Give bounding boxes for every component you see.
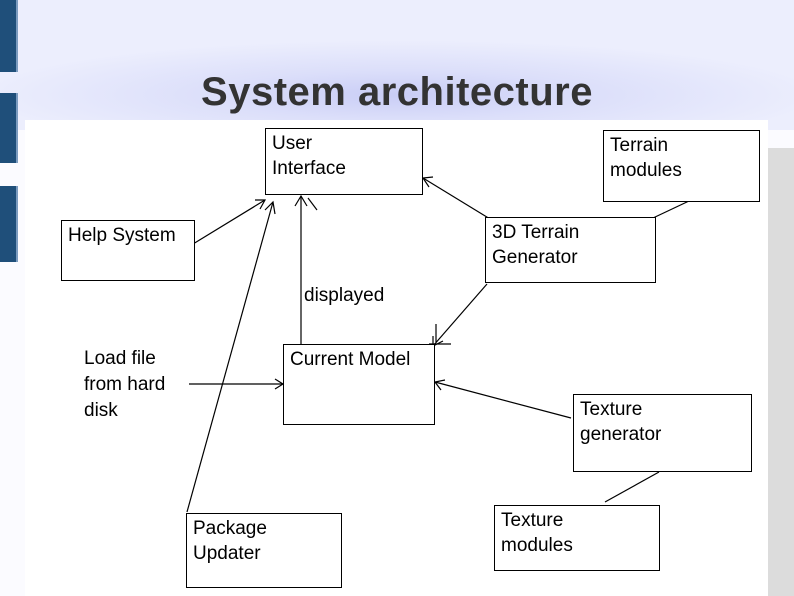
side-accent-bar (0, 93, 18, 163)
package-updater-box: Package Updater (186, 513, 342, 588)
load-file-line: from hard (84, 374, 166, 395)
texture-modules-box: Texture modules (494, 505, 660, 571)
user-interface-box: User Interface (265, 128, 423, 195)
connector-terrain-gen-to-ui (422, 177, 496, 223)
side-accent-bar (0, 0, 18, 72)
displayed-label: displayed (304, 285, 385, 306)
connector-help-to-ui (192, 199, 266, 245)
box-label-line: Interface (272, 158, 346, 179)
texture-generator-box: Texture generator (573, 394, 752, 472)
slide-title: System architecture (201, 70, 593, 114)
box-label-line: Texture (501, 510, 564, 531)
side-accent-bar (0, 186, 18, 262)
load-file-line: disk (84, 400, 118, 421)
arrowhead (255, 199, 267, 210)
arrowhead (421, 176, 434, 188)
box-label-line: Help System (68, 225, 176, 246)
box-label-line: Current Model (290, 349, 411, 370)
arrowhead (294, 194, 308, 207)
connector-texture-modules-to-gen (604, 471, 660, 503)
arrowhead (433, 379, 446, 391)
right-gray-strip (768, 148, 794, 596)
terrain-generator-box: 3D Terrain Generator (485, 217, 656, 283)
load-file-label: Load file from hard disk (84, 346, 165, 424)
header-band (0, 0, 794, 130)
architecture-diagram: User Interface Terrain modules Help Syst… (25, 120, 768, 596)
connector-layer (186, 176, 690, 513)
box-label-line: Generator (492, 247, 578, 268)
terrain-modules-box: Terrain modules (603, 130, 760, 202)
box-label-line: generator (580, 424, 662, 445)
connector-package-to-ui (186, 201, 274, 513)
box-label-line: modules (501, 535, 573, 556)
box-label-line: User (272, 133, 313, 154)
box-label-line: Package (193, 518, 267, 539)
connector-terrain-modules-to-gen (652, 200, 690, 219)
connector-texture-gen-to-model (434, 381, 572, 419)
box-label-line: modules (610, 160, 682, 181)
box-label-line: Texture (580, 399, 643, 420)
help-system-box: Help System (61, 220, 195, 281)
connector-tick (307, 197, 318, 211)
box-label-line: Updater (193, 543, 261, 564)
load-file-line: Load file (84, 348, 156, 369)
connector-terrain-gen-to-model (432, 283, 488, 347)
box-label-line: Terrain (610, 135, 669, 156)
box-label-line: 3D Terrain (492, 222, 580, 243)
arrowhead (264, 200, 276, 215)
current-model-box: Current Model (283, 344, 435, 425)
